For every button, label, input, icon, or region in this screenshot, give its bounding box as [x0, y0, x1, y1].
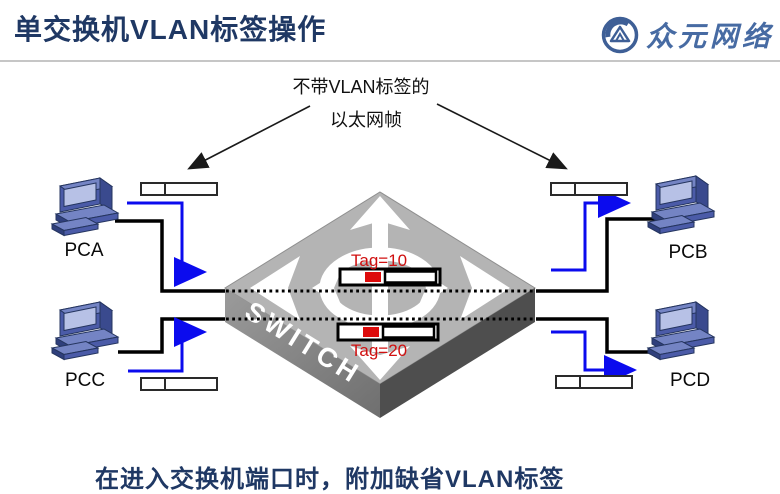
header-divider — [0, 60, 780, 62]
company-logo-icon — [601, 16, 639, 54]
page-title: 单交换机VLAN标签操作 — [14, 14, 327, 45]
pc-label-pcb: PCB — [668, 242, 707, 263]
connection-line-pcc — [118, 317, 226, 354]
pc-icon-pcc — [51, 301, 119, 360]
tagged-frame-vlan10 — [338, 267, 442, 287]
company-logo-text: 众元网络 — [645, 22, 774, 53]
slide-canvas: 不带VLAN标签的 以太网帧 SWITCH — [0, 13, 780, 493]
connection-line-pca — [115, 219, 226, 293]
untagged-frame-pca — [140, 182, 218, 196]
pc-icon-pca — [51, 177, 119, 236]
pc-label-pcd: PCD — [670, 370, 710, 391]
flow-arrow-pcd — [551, 330, 637, 385]
pc-label-pca: PCA — [64, 240, 103, 261]
annotation-text-line2: 以太网帧 — [330, 110, 402, 130]
pc-icon-pcd — [647, 301, 715, 360]
flow-arrow-pcb — [551, 188, 631, 272]
flow-arrow-pcc — [128, 317, 207, 373]
annotation-text-line1: 不带VLAN标签的 — [292, 77, 429, 97]
connection-line-pcb — [536, 217, 656, 293]
pc-label-pcc: PCC — [65, 370, 105, 391]
untagged-frame-pcc — [140, 377, 218, 391]
flow-arrow-pca — [127, 201, 207, 287]
switch-right-face — [380, 288, 535, 418]
company-logo: 众元网络 — [598, 13, 774, 57]
diagram-svg: 不带VLAN标签的 以太网帧 SWITCH — [51, 77, 715, 418]
switch-direction-symbol — [250, 196, 510, 380]
tag-label-vlan10: Tag=10 — [351, 251, 407, 270]
untagged-frame-pcd — [555, 375, 633, 389]
tagged-frame-vlan20 — [336, 322, 440, 342]
tag-label-vlan20: Tag=20 — [351, 341, 407, 360]
footer-text: 在进入交换机端口时，附加缺省VLAN标签 — [95, 466, 565, 493]
switch-body: SWITCH — [224, 191, 536, 418]
pc-icon-pcb — [647, 175, 715, 234]
annotation-arrow-right — [436, 103, 568, 170]
untagged-frame-pcb — [550, 182, 628, 196]
connection-line-pcd — [536, 317, 654, 354]
annotation-arrow-left — [187, 105, 311, 170]
